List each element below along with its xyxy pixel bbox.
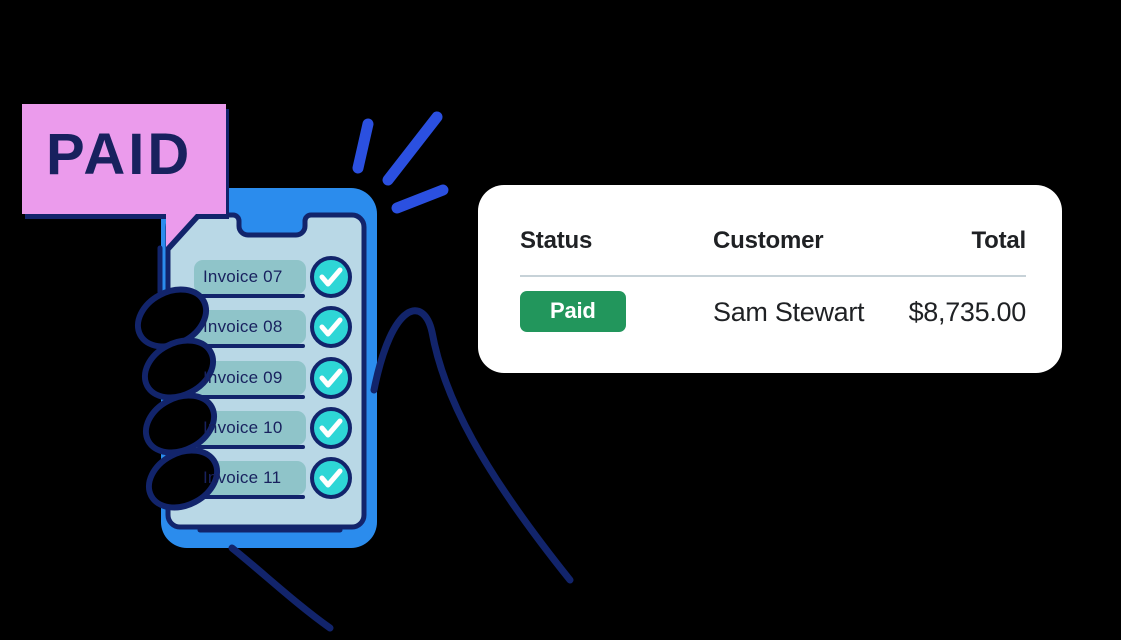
arm-curves xyxy=(228,307,574,632)
invoice-chip-label: Invoice 07 xyxy=(203,267,283,286)
cell-total: $8,735.00 xyxy=(908,297,1027,327)
paid-speech-bubble xyxy=(22,104,229,252)
invoice-chip-label: Invoice 11 xyxy=(203,468,282,487)
invoice-card: Status Customer Total Paid Sam Stewart $… xyxy=(478,185,1062,373)
invoice-chip-label: Invoice 08 xyxy=(203,317,283,336)
column-header-status: Status xyxy=(520,227,593,254)
table-divider xyxy=(520,275,1026,277)
invoice-table: Status Customer Total Paid Sam Stewart $… xyxy=(520,185,1026,373)
invoice-row xyxy=(194,256,352,298)
status-badge[interactable]: Paid xyxy=(520,291,626,332)
table-row: Paid Sam Stewart $8,735.00 xyxy=(520,291,1026,339)
invoice-row xyxy=(194,306,352,348)
column-header-customer: Customer xyxy=(713,227,824,254)
sparkle-rays-icon xyxy=(352,111,449,214)
invoice-row xyxy=(194,357,352,399)
invoice-row xyxy=(194,407,352,449)
invoice-chip-label: Invoice 09 xyxy=(203,368,283,387)
cell-customer: Sam Stewart xyxy=(713,297,865,327)
cell-status: Paid xyxy=(520,291,626,332)
table-header-row: Status Customer Total xyxy=(520,226,1026,266)
column-header-total: Total xyxy=(971,227,1026,254)
invoice-list xyxy=(194,256,352,499)
hand-fingers xyxy=(134,286,221,511)
invoice-chip-label: Invoice 10 xyxy=(203,418,283,437)
invoice-row xyxy=(194,457,352,499)
